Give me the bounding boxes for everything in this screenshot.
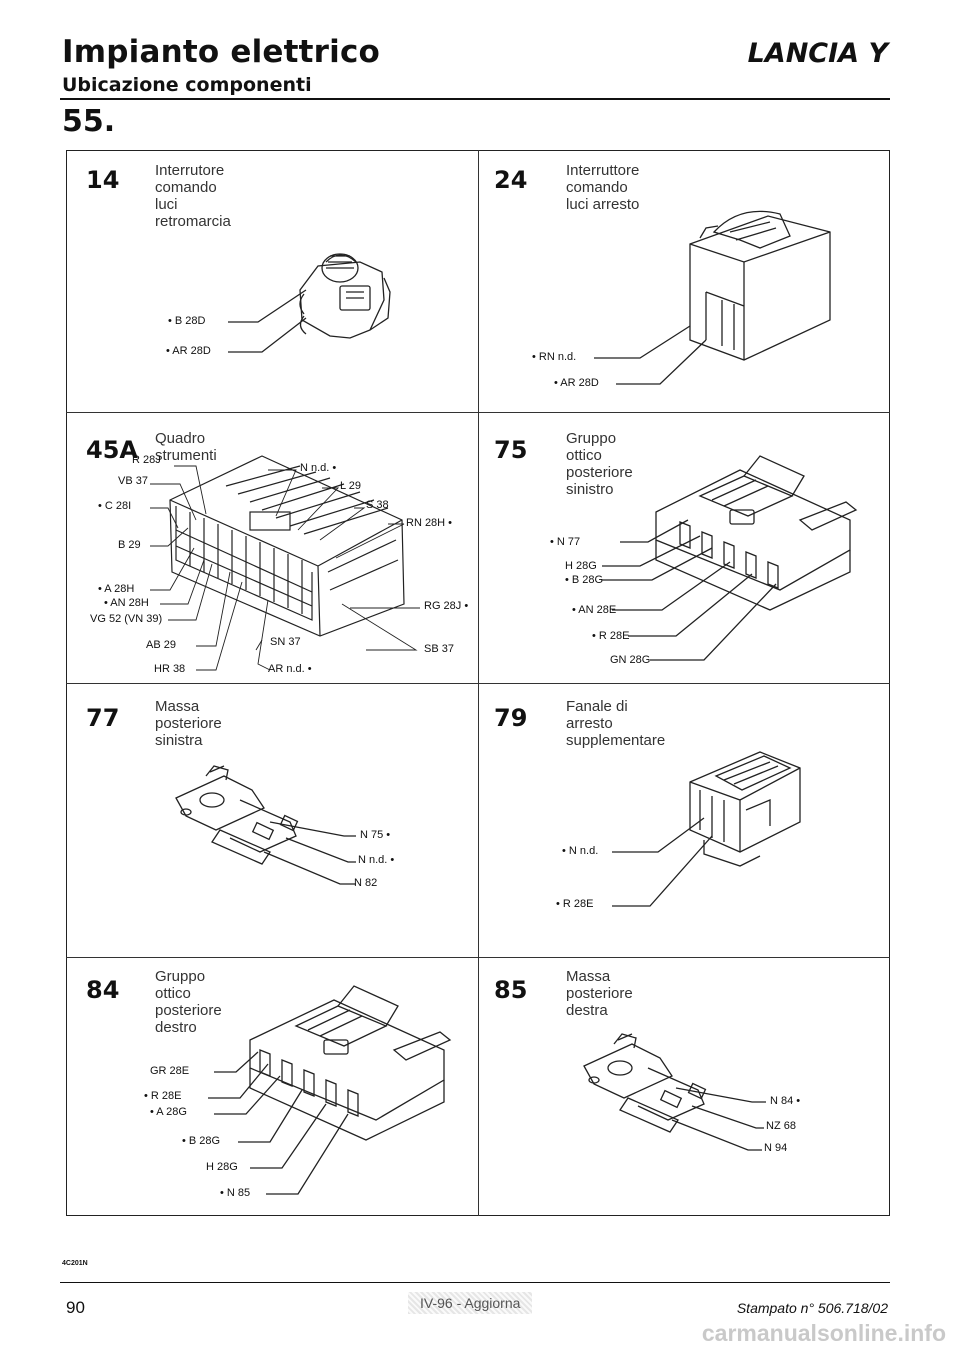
grid-divider-row-2 [66, 683, 890, 684]
wire-label: RN 28H • [406, 517, 453, 529]
component-description: Gruppo ottico posteriore sinistro [566, 430, 633, 498]
print-reference: Stampato n° 506.718/02 [736, 1300, 888, 1316]
wire-label: SB 37 [424, 643, 454, 655]
page-number: 90 [66, 1298, 85, 1317]
wire-label: • R 28E [144, 1090, 182, 1102]
wire-label: R 28J [132, 454, 161, 466]
brand-label: LANCIA Y [747, 38, 888, 69]
wire-label: • AN 28E [572, 604, 617, 616]
wire-label: SN 37 [270, 636, 301, 648]
wire-label: • N 77 [550, 536, 581, 548]
footer-rule [60, 1282, 890, 1283]
wire-label: VG 52 (VN 39) [90, 613, 163, 625]
page-subtitle: Ubicazione componenti [62, 74, 312, 96]
wire-label: N 75 • [360, 829, 391, 841]
wire-label: VB 37 [118, 475, 148, 487]
wire-label: N 82 [354, 877, 378, 889]
wire-label: H 28G [565, 560, 597, 572]
wire-label: B 29 [118, 539, 141, 551]
edition-badge: IV-96 - Aggiorna [408, 1292, 533, 1314]
wire-label: • A 28G [150, 1106, 187, 1118]
wire-label: • B 28G [565, 574, 604, 586]
wire-label: • C 28I [98, 500, 132, 512]
wire-label: • B 28G [182, 1135, 221, 1147]
component-number: 24 [494, 166, 528, 194]
watermark: carmanualsonline.info [701, 1320, 946, 1346]
component-number: 84 [86, 976, 120, 1004]
component-description: Fanale di arresto supplementare [566, 698, 666, 749]
wire-label: H 28G [206, 1161, 238, 1173]
grid-divider-row-3 [66, 957, 890, 958]
wire-label: • N 85 [220, 1187, 251, 1199]
component-description: Interrutore comando luci retromarcia [155, 162, 231, 230]
component-number: 77 [86, 704, 120, 732]
wire-label: S 38 [366, 499, 389, 511]
wire-label: • R 28E [592, 630, 630, 642]
component-description: Massa posteriore destra [566, 968, 633, 1019]
component-number: 85 [494, 976, 528, 1004]
component-number: 75 [494, 436, 528, 464]
component-description: Interruttore comando luci arresto [566, 162, 640, 213]
component-description: Massa posteriore sinistra [155, 698, 222, 749]
section-number: 55. [62, 104, 116, 139]
wire-label: HR 38 [154, 663, 186, 675]
wire-label: • A 28H [98, 583, 135, 595]
wire-label: GN 28G [610, 654, 651, 666]
component-number: 45A [86, 436, 138, 464]
document-code: 4C201N [62, 1260, 88, 1267]
wire-label: • AN 28H [104, 597, 149, 609]
wire-label: AR n.d. • [268, 663, 312, 675]
component-description: Gruppo ottico posteriore destro [155, 968, 222, 1036]
wire-label: • AR 28D [554, 377, 599, 389]
wire-label: • RN n.d. [532, 351, 577, 363]
component-description: Quadro strumenti [155, 430, 217, 464]
wire-label: • AR 28D [166, 345, 211, 357]
wire-label: GR 28E [150, 1065, 190, 1077]
component-number: 14 [86, 166, 120, 194]
header-rule [60, 98, 890, 100]
wire-label: N n.d. • [300, 462, 337, 474]
wire-label: • N n.d. [562, 845, 599, 857]
wire-label: NZ 68 [766, 1120, 796, 1132]
wire-label: RG 28J • [424, 600, 469, 612]
wire-label: • B 28D [168, 315, 206, 327]
component-number: 79 [494, 704, 528, 732]
page-title: Impianto elettrico [62, 34, 381, 70]
wire-label: N n.d. • [358, 854, 395, 866]
wire-label: AB 29 [146, 639, 176, 651]
wire-label: L 29 [340, 480, 362, 492]
wire-label: • R 28E [556, 898, 594, 910]
wire-label: N 94 [764, 1142, 788, 1154]
wire-label: N 84 • [770, 1095, 801, 1107]
grid-divider-row-1 [66, 412, 890, 413]
